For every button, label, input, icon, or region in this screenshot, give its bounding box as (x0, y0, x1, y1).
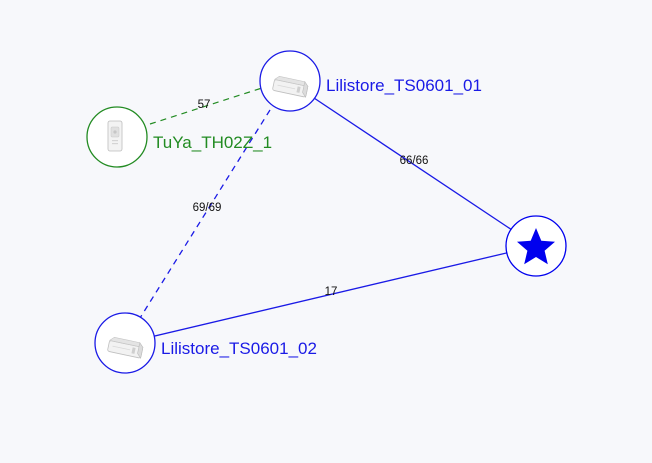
link-line[interactable] (139, 109, 271, 319)
link-label-57: 57 (198, 99, 211, 111)
link-line[interactable] (149, 87, 263, 125)
node-label: TuYa_TH02Z_1 (153, 133, 272, 152)
node-coordinator[interactable] (505, 215, 567, 277)
node-tuya-th02z-1[interactable]: TuYa_TH02Z_1 (86, 106, 272, 168)
node-lilistore-ts0601-01[interactable]: Lilistore_TS0601_01 (259, 50, 482, 112)
node-lilistore-ts0601-02[interactable]: Lilistore_TS0601_02 (94, 312, 317, 374)
link-line[interactable] (289, 81, 537, 247)
link-labels-layer: 66/66 17 69/69 57 (193, 99, 429, 298)
link-ts0601-01-to-ts0601-02[interactable] (139, 109, 271, 319)
star-icon (517, 228, 555, 265)
link-th02z-to-ts0601-01[interactable] (149, 87, 263, 125)
links-layer (124, 81, 537, 344)
node-label: Lilistore_TS0601_02 (161, 339, 317, 358)
link-label-69-69: 69/69 (193, 202, 222, 214)
nodes-layer: Lilistore_TS0601_01 TuYa_TH02Z_1 Lilisto… (86, 50, 567, 374)
node-label: Lilistore_TS0601_01 (326, 76, 482, 95)
sensor-icon (107, 120, 123, 152)
link-ts0601-02-to-coordinator[interactable] (124, 245, 537, 344)
link-ts0601-01-to-coordinator[interactable] (289, 81, 537, 247)
link-label-66-66: 66/66 (400, 155, 429, 167)
link-label-17: 17 (325, 286, 338, 298)
link-line[interactable] (124, 245, 537, 344)
